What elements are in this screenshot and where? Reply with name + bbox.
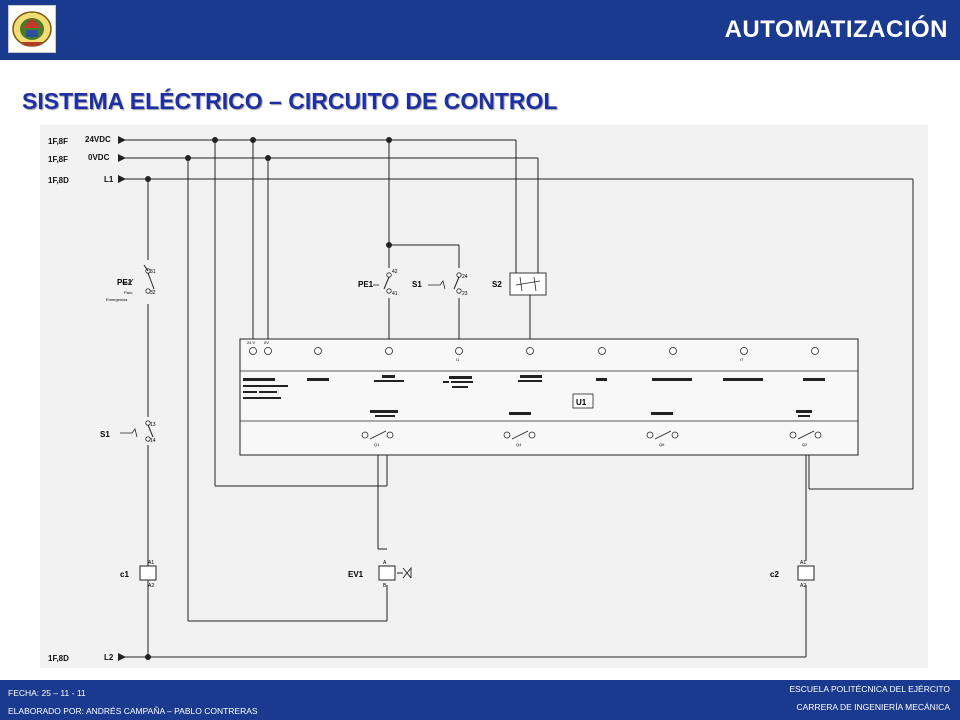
pushbutton-s1-mid: S1 24 23: [412, 268, 468, 298]
emergency-stop-pe1-mid: PE1 42 41: [358, 268, 398, 298]
s1-left-contact-13: 13: [150, 422, 156, 428]
plc-terminal-24v: 24 V: [247, 340, 256, 345]
plc-u1: 24 V 0V I1 I7 U1: [239, 338, 859, 456]
pe1-left-caption-paro: Paro: [124, 290, 133, 295]
footer-department: CARRERA DE INGENIERÍA MECÁNICA: [796, 702, 950, 712]
pe1-left-label: PE1: [117, 278, 133, 287]
pe1-mid-label: PE1: [358, 280, 374, 289]
s1-left-contact-14: 14: [150, 438, 156, 444]
pe1-mid-contact-41: 41: [392, 291, 398, 297]
plc-terminal-0v: 0V: [264, 340, 269, 345]
ev1-terminal-a: A: [383, 560, 387, 566]
plc-input-i7: I7: [740, 357, 744, 362]
ev1-label: EV1: [348, 570, 364, 579]
pe1-left-contact-32: 32: [150, 290, 156, 296]
emergency-stop-pe1-left: PE1 31 32 Paro Emergencia: [106, 260, 156, 304]
supply-name-l2: L2: [104, 653, 114, 662]
pushbutton-s1-left: S1 13 14: [100, 417, 156, 445]
footer-bar: FECHA: 25 – 11 - 11 ELABORADO POR: ANDRÉ…: [0, 680, 960, 720]
supply-ref-0vdc: 1F,8F: [48, 155, 68, 164]
supply-ref-l1: 1F,8D: [48, 176, 69, 185]
supply-name-24vdc: 24VDC: [85, 135, 111, 144]
plc-input-i1: I1: [456, 357, 460, 362]
solenoid-valve-ev1: EV1 A B: [348, 560, 412, 589]
c1-label: c1: [120, 570, 129, 579]
supply-ref-24vdc: 1F,8F: [48, 137, 68, 146]
supply-ref-l2: 1F,8D: [48, 654, 69, 663]
footer-date: FECHA: 25 – 11 - 11: [8, 688, 86, 698]
header-title: AUTOMATIZACIÓN: [724, 16, 948, 43]
plc-output-q6: Q6: [659, 442, 665, 447]
control-circuit-diagram: 1F,8F 1F,8F 1F,8D 1F,8D 24VDC 0VDC L1 L2…: [40, 125, 928, 668]
supply-name-l1: L1: [104, 175, 114, 184]
c2-terminal-a2: A2: [800, 583, 806, 589]
selector-s2: S2: [492, 272, 547, 296]
pe1-mid-contact-42: 42: [392, 269, 398, 275]
header-bar: AUTOMATIZACIÓN: [0, 0, 960, 60]
footer-authors: ELABORADO POR: ANDRÉS CAMPAÑA – PABLO CO…: [8, 706, 258, 716]
s2-label: S2: [492, 280, 502, 289]
pe1-left-caption-emergencia: Emergencia: [106, 297, 128, 302]
ev1-terminal-b: B: [383, 583, 387, 589]
c2-terminal-a1: A1: [800, 560, 806, 566]
plc-output-q2: Q2: [802, 442, 808, 447]
footer-institution: ESCUELA POLITÉCNICA DEL EJÉRCITO: [789, 684, 950, 694]
supply-name-0vdc: 0VDC: [88, 153, 110, 162]
plc-output-q4: Q4: [516, 442, 522, 447]
pe1-left-contact-31: 31: [150, 269, 156, 275]
s1-mid-contact-24: 24: [462, 274, 468, 280]
c2-label: c2: [770, 570, 779, 579]
page-title: SISTEMA ELÉCTRICO – CIRCUITO DE CONTROL: [22, 88, 558, 114]
contactor-c2: c2 A1 A2: [770, 560, 815, 589]
university-logo: [8, 5, 56, 53]
contactor-c1: c1 A1 A2: [120, 560, 157, 589]
s1-left-label: S1: [100, 430, 110, 439]
c1-terminal-a2: A2: [148, 583, 154, 589]
s1-mid-label: S1: [412, 280, 422, 289]
c1-terminal-a1: A1: [148, 560, 154, 566]
s1-mid-contact-23: 23: [462, 291, 468, 297]
plc-output-q1: Q1: [374, 442, 380, 447]
plc-name-u1: U1: [576, 398, 587, 407]
